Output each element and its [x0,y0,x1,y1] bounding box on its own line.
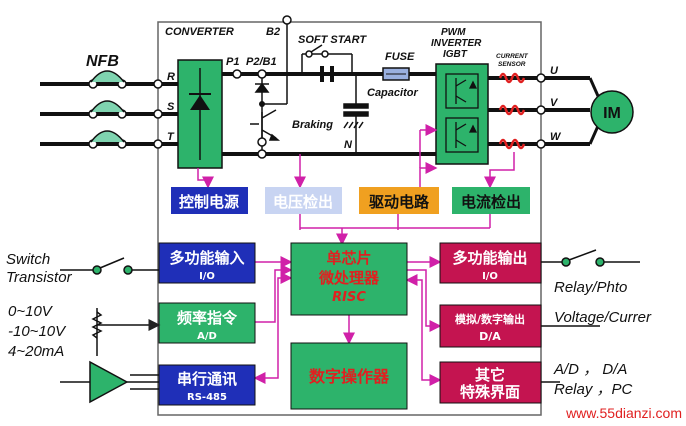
mcu-label-2: 微处理器 [318,269,380,287]
p1-label: P1 [226,56,239,68]
analog-input-wiring [91,308,161,356]
p1-terminal [232,69,242,79]
v-label: V [550,97,559,109]
p2-terminal [257,69,267,79]
rs485-driver [60,360,159,404]
b2-terminal [282,15,292,25]
multi-in-sub: I/O [199,271,215,282]
w-label: W [550,131,562,143]
nfb-arcs [90,70,125,143]
switch-input [60,257,159,275]
multi-out-label: 多功能输出 [452,249,527,267]
braking-label: Braking [292,119,333,131]
switch-label: Switch [6,251,50,268]
transistor-label: Transistor [6,269,73,286]
current-detect-label: 电流检出 [461,193,521,211]
analog-out-box [439,304,542,348]
motor-label: IM [603,105,621,122]
t-label: T [167,131,175,143]
ad-da-label: A/D ， D/A [553,361,627,378]
soft-start [301,44,353,74]
mcu-label-1: 单芯片 [326,249,371,267]
relay-output [541,249,640,267]
freq-cmd-label: 频率指令 [177,309,238,327]
other-box [439,361,542,404]
analog-input-3: 4~20mA [8,343,64,360]
voltage-detect-label: 电压检出 [273,193,333,211]
other-label-2: 特殊界面 [460,383,520,401]
capacitor-label: Capacitor [367,87,418,99]
mcu-box [290,242,408,316]
nfb-label: NFB [86,53,119,70]
induction-motor [590,90,634,134]
soft-start-cap [320,66,334,82]
pwm-label-1: PWM [441,27,466,38]
ctrl-power-label: 控制电源 [179,193,239,211]
analog-output-wiring [541,325,600,383]
u-label: U [550,65,559,77]
keypad-label: 数字操作器 [309,367,390,386]
relay-photo-label: Relay/Phto [554,279,627,296]
current-detect-box [452,187,530,214]
converter-label: CONVERTER [165,26,234,38]
serial-box [158,364,256,406]
current-sensor-label-1: CURRENT [496,53,529,60]
igbt-symbols [445,73,479,153]
diode-symbol [189,68,211,160]
current-sensor-coils [498,72,526,150]
voltage-detect-box [265,187,342,214]
serial-label: 串行通讯 [177,370,237,388]
voltage-current-label: Voltage/Currer [554,309,652,326]
soft-start-label: SOFT START [298,34,367,46]
multi-in-box [158,242,256,284]
rst-terminals [153,79,163,149]
watermark: www.55dianzi.com [565,405,682,421]
pwm-label-2: INVERTER [431,38,482,49]
multi-out-box [439,242,542,284]
freq-cmd-sub: A/D [197,331,217,342]
other-label-1: 其它 [475,366,505,384]
ctrl-power-box [171,187,248,214]
s-label: S [167,101,175,113]
bus-capacitor [343,74,369,154]
n-bus-dot [257,149,267,159]
b2-label: B2 [266,26,280,38]
fuse-label: FUSE [385,51,415,63]
keypad-box [290,342,408,410]
drive-circuit-box [359,187,439,214]
analog-out-sub: D/A [479,330,501,343]
mcu-label-3: RISC [332,290,366,305]
analog-input-2: -10~10V [8,323,67,340]
igbt-inverter-block [435,63,489,165]
relay-pc-label: Relay ，PC [554,381,633,398]
drive-circuit-label: 驱动电路 [369,193,430,211]
r-label: R [167,71,175,83]
uvw-terminals [536,73,546,149]
control-wiring [197,124,515,386]
serial-sub: RS-485 [187,392,227,403]
current-sensor-label-2: SENSOR [498,61,526,68]
module-boxes [171,187,530,214]
pwm-label-3: IGBT [443,49,468,60]
multi-in-label: 多功能输入 [169,249,244,267]
p2b1-label: P2/B1 [246,56,277,68]
multi-out-sub: I/O [482,271,498,282]
n-label: N [344,139,353,151]
analog-out-label: 模拟/数字输出 [455,312,525,326]
analog-input-1: 0~10V [8,303,54,320]
